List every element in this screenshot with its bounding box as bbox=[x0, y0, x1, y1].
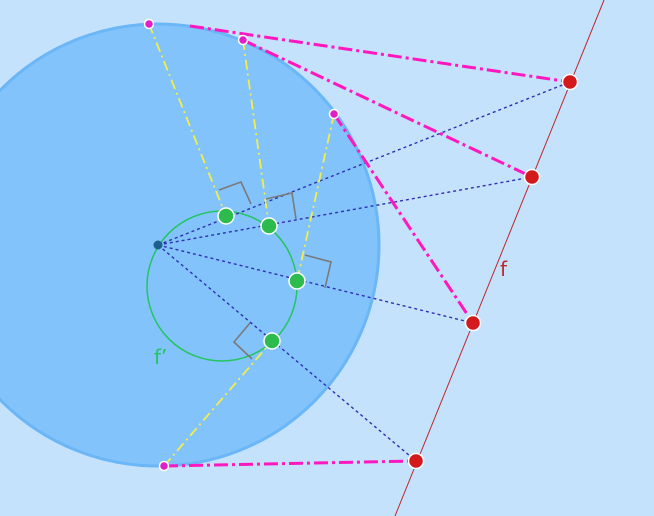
chord-4 bbox=[163, 340, 273, 467]
red-point-4[interactable] bbox=[407, 452, 425, 470]
tangent-3 bbox=[332, 113, 475, 324]
chord-1 bbox=[148, 23, 227, 217]
red-points bbox=[407, 73, 579, 470]
tangent-segments bbox=[163, 24, 571, 468]
red-point-1[interactable] bbox=[561, 73, 579, 91]
magenta-point-1[interactable] bbox=[143, 18, 155, 30]
center-point[interactable] bbox=[153, 240, 163, 250]
magenta-point-4[interactable] bbox=[158, 460, 170, 472]
right-angle-marker-2 bbox=[265, 192, 297, 220]
right-angle-marker-3 bbox=[304, 254, 332, 289]
green-point-1[interactable] bbox=[217, 207, 235, 225]
magenta-point-3[interactable] bbox=[328, 108, 340, 120]
tangent-1 bbox=[189, 24, 571, 84]
ray-4 bbox=[157, 244, 417, 462]
magenta-points bbox=[143, 18, 340, 472]
chord-segments bbox=[148, 23, 335, 467]
ray-3 bbox=[157, 244, 474, 324]
green-point-4[interactable] bbox=[263, 332, 281, 350]
chord-3 bbox=[296, 113, 335, 282]
right-angle-marker-4 bbox=[232, 322, 253, 360]
red-point-3[interactable] bbox=[464, 314, 482, 332]
tangent-4 bbox=[163, 459, 417, 468]
green-point-2[interactable] bbox=[260, 217, 278, 235]
red-point-2[interactable] bbox=[523, 168, 541, 186]
green-points bbox=[217, 207, 306, 350]
magenta-point-2[interactable] bbox=[237, 34, 249, 46]
line-f-label: f bbox=[500, 257, 508, 281]
right-angle-markers bbox=[218, 180, 332, 360]
inversion-disk bbox=[0, 22, 381, 468]
circle-f-prime-label: f’ bbox=[154, 345, 167, 369]
green-point-3[interactable] bbox=[288, 272, 306, 290]
right-angle-marker-1 bbox=[218, 180, 252, 205]
tangent-2 bbox=[242, 38, 533, 179]
